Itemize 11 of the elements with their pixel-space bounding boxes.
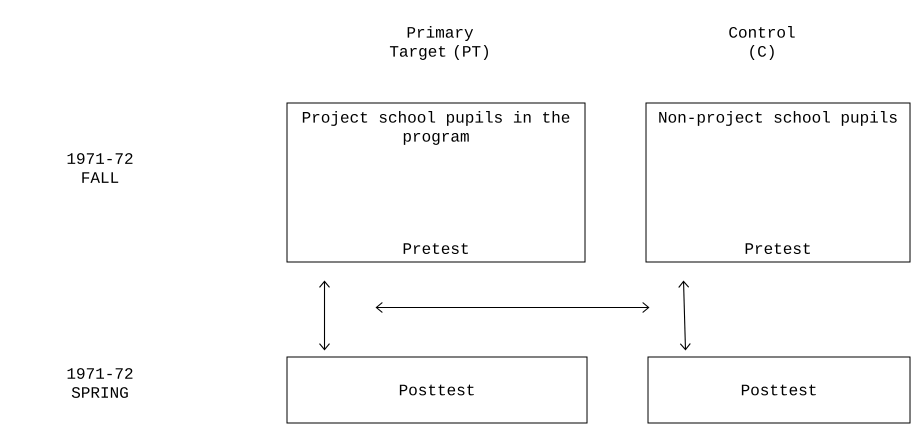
process-box: Posttest	[648, 356, 910, 424]
process-box: Posttest	[286, 356, 588, 424]
process-box: Non-project school pupils Pretest	[646, 102, 910, 262]
row-label: 1971-72 SPRING	[68, 368, 132, 398]
column-heading: Primary Target (PT)	[390, 26, 488, 60]
row-label: 1971-72 FALL	[68, 153, 132, 183]
arrow	[376, 302, 650, 313]
arrow	[678, 280, 691, 350]
column-heading: Control (C)	[729, 26, 795, 60]
arrow	[319, 280, 330, 350]
process-box: Project school pupils in the program Pretest	[286, 102, 586, 262]
